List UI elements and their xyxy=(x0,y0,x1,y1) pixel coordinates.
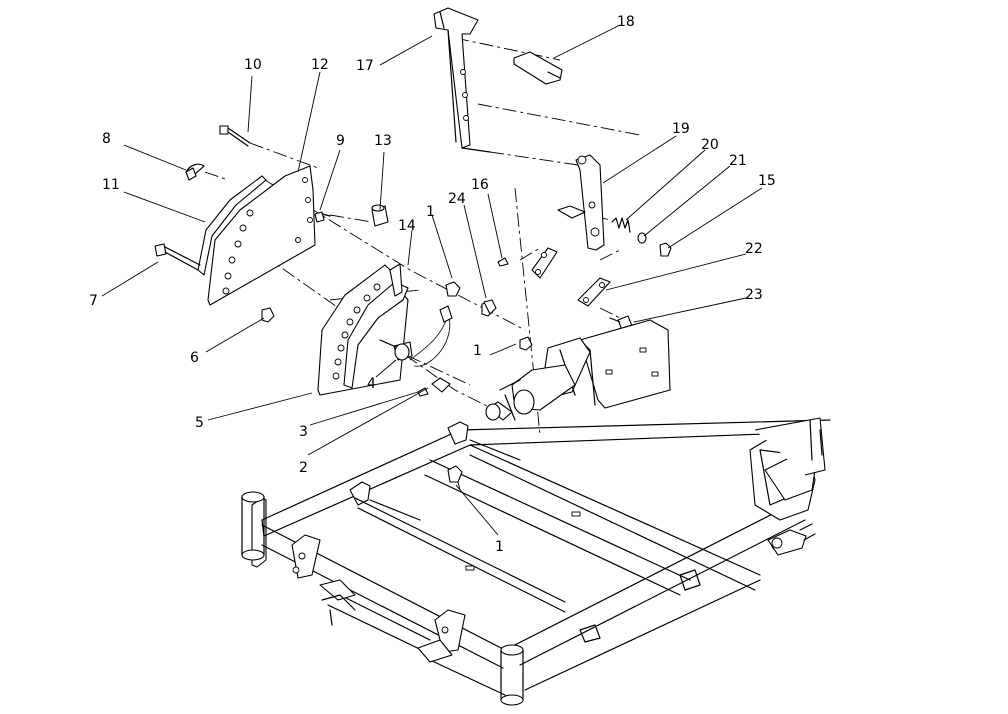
callout-label: 20 xyxy=(701,137,719,153)
height-plates xyxy=(197,165,453,397)
leader-lines xyxy=(101,24,763,536)
callout-label: 10 xyxy=(244,57,262,73)
callout-label: 21 xyxy=(729,153,747,169)
main-frame xyxy=(241,417,831,706)
callout-label: 23 xyxy=(745,287,763,303)
callout-label: 13 xyxy=(374,133,392,149)
hardware xyxy=(154,125,533,483)
callout-label: 24 xyxy=(448,191,466,207)
callout-label: 15 xyxy=(758,173,776,189)
pedal-assembly xyxy=(433,7,672,421)
callout-labels: 1 1 1 1 2 3 4 5 6 7 8 9 10 11 12 13 14 1… xyxy=(89,14,776,555)
callout-label: 14 xyxy=(398,218,416,234)
callout-label: 1 xyxy=(495,539,504,555)
callout-label: 17 xyxy=(356,58,374,74)
callout-label: 3 xyxy=(299,424,308,440)
callout-label: 18 xyxy=(617,14,635,30)
callout-label: 12 xyxy=(311,57,329,73)
callout-label: 4 xyxy=(367,376,376,392)
callout-label: 7 xyxy=(89,293,98,309)
callout-label: 16 xyxy=(471,177,489,193)
callout-label: 11 xyxy=(102,177,120,193)
callout-label: 8 xyxy=(102,131,111,147)
callout-label: 6 xyxy=(190,350,199,366)
callout-label: 22 xyxy=(745,241,763,257)
callout-label: 1 xyxy=(473,343,482,359)
callout-label: 5 xyxy=(195,415,204,431)
callout-label: 19 xyxy=(672,121,690,137)
callout-label: 1 xyxy=(426,204,435,220)
callout-label: 9 xyxy=(336,133,345,149)
callout-label: 2 xyxy=(299,460,308,476)
